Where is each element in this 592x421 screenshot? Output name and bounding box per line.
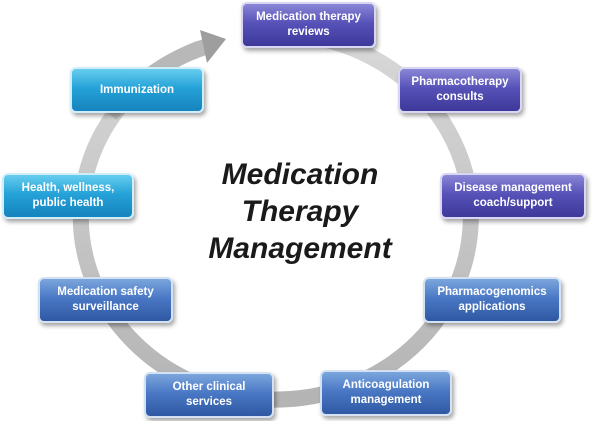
node-other-clinical-services: Other clinical services [144,372,274,418]
node-label-line-2: reviews [287,26,330,38]
diagram-title: Medication Therapy Management [175,156,425,267]
node-label-line-1: Health, wellness, [21,182,115,194]
cycle-arrow-head [200,30,226,63]
node-medication-therapy-reviews: Medication therapy reviews [241,2,376,48]
node-label-line-2: applications [458,301,526,313]
node-label-line-1: Pharmacogenomics [437,286,547,298]
node-label-line-1: Pharmacotherapy [411,76,509,88]
cycle-ring-band [72,27,479,408]
node-health-wellness: Health, wellness, public health [2,173,134,219]
node-label-line-1: Immunization [99,83,175,96]
node-pharmacotherapy-consults: Pharmacotherapy consults [398,67,522,113]
node-disease-management: Disease management coach/support [440,173,586,219]
node-pharmacogenomics: Pharmacogenomics applications [423,277,561,323]
node-label-line-1: Medication therapy [256,11,361,23]
node-immunization: Immunization [70,67,204,113]
node-label-line-2: consults [436,91,484,103]
node-label-line-1: Anticoagulation [342,379,430,391]
diagram-title-line-1: Medication [221,158,379,191]
diagram-title-line-2: Therapy [241,195,359,228]
node-label-line-1: Disease management [454,182,572,194]
node-label-line-1: Medication safety [57,286,154,298]
node-label-line-2: public health [32,197,104,209]
node-label-line-1: Other clinical [172,381,246,393]
node-label-line-2: services [185,396,233,408]
node-medication-safety: Medication safety surveillance [38,277,173,323]
node-label-line-2: surveillance [72,301,139,313]
node-label-line-2: management [350,394,422,406]
node-anticoagulation: Anticoagulation management [320,370,452,416]
diagram-title-line-3: Management [208,232,392,265]
node-label-line-2: coach/support [473,197,553,209]
